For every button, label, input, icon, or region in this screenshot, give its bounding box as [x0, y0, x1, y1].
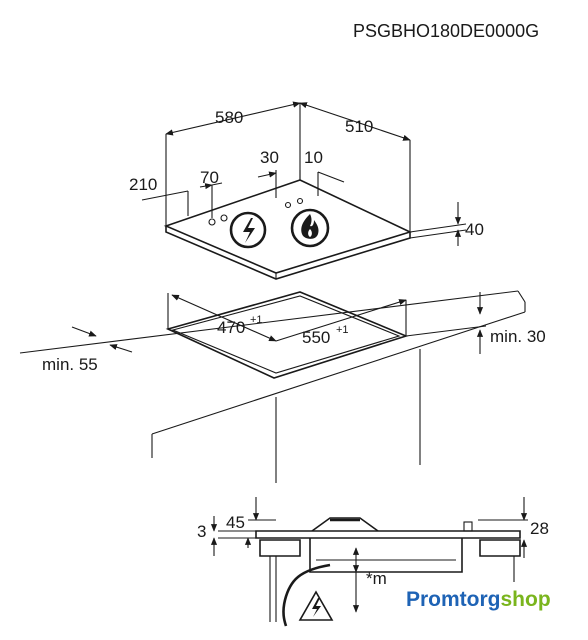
- model-number: PSGBHO180DE0000G: [353, 21, 539, 41]
- hob-body: [309, 538, 463, 573]
- burner: [311, 517, 379, 532]
- electric-hazard-icon: [229, 211, 267, 249]
- dim-min-30: min. 30: [490, 327, 546, 346]
- gas-cable: [282, 563, 331, 627]
- dim-580: 580: [215, 108, 243, 127]
- cutout-outer: [165, 291, 409, 379]
- dim-45: 45: [226, 513, 245, 532]
- control-knob-3: [284, 201, 292, 209]
- hob-edge: [165, 226, 411, 280]
- dim-470-line: [171, 294, 277, 342]
- dim-3: 3: [197, 522, 206, 541]
- control-knob-4: [296, 197, 304, 205]
- flame-icon: [290, 208, 330, 248]
- section-drawing: *m 3 45 28: [197, 497, 549, 627]
- svg-text:Promtorgshop: Promtorgshop: [406, 588, 551, 611]
- worktop-right: [479, 539, 521, 557]
- dim-30: 30: [260, 148, 279, 167]
- watermark-part2: shop: [501, 588, 551, 611]
- hob-top-plate: [163, 179, 413, 274]
- dim-550-tol: +1: [336, 324, 349, 336]
- dim-580-line: [165, 101, 301, 136]
- control-knob-2: [220, 214, 228, 222]
- dim-550-line: [275, 299, 407, 342]
- dim-510: 510: [345, 117, 373, 136]
- dim-210: 210: [129, 175, 157, 194]
- dim-550: 550: [302, 328, 330, 347]
- dim-40: 40: [465, 220, 484, 239]
- hob-drawing: 580 510 210 70 30 10 40: [129, 101, 484, 280]
- dim-min-55: min. 55: [42, 355, 98, 374]
- watermark-part1: Promtorg: [406, 588, 501, 611]
- control-knob-1: [208, 218, 216, 226]
- watermark-logo: Promtorgshop: [406, 588, 551, 611]
- worktop-drawing: 470 +1 550 +1 min. 55 min. 30: [19, 290, 546, 483]
- cutout-inner: [171, 295, 401, 374]
- dim-470: 470: [217, 318, 245, 337]
- dim-28: 28: [530, 519, 549, 538]
- knob-section: [463, 521, 473, 532]
- worktop-left: [259, 539, 301, 557]
- warning-triangle-icon: [298, 590, 334, 621]
- dim-star-m: *m: [366, 569, 387, 588]
- dim-70: 70: [200, 168, 219, 187]
- dim-470-tol: +1: [250, 314, 263, 326]
- hob-section-top: [255, 530, 521, 539]
- dim-10: 10: [304, 148, 323, 167]
- dim-510-line: [299, 102, 411, 141]
